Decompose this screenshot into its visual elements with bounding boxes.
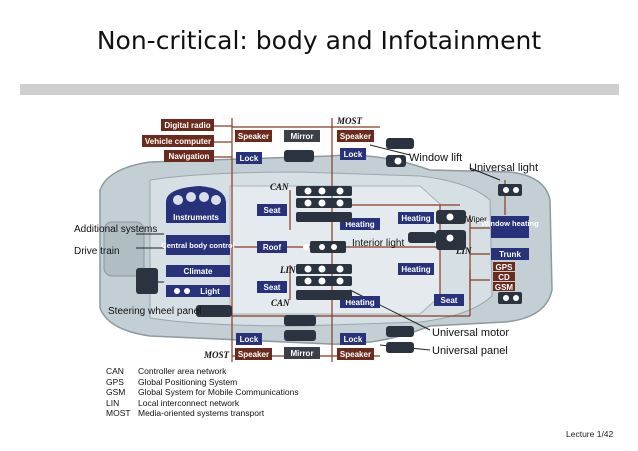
- legend-item: LIN Local interconnect network: [106, 398, 299, 409]
- vehicle-computer-box: [142, 135, 214, 147]
- bus-lines: [214, 118, 506, 362]
- heating-3-label: Heating: [401, 265, 430, 274]
- legend-text: Controller area network: [138, 366, 227, 376]
- heating-2-box: [398, 212, 434, 224]
- speaker-4-label: Speaker: [340, 350, 371, 359]
- seat-2-label: Seat: [264, 283, 281, 292]
- legend-abbr: GSM: [106, 387, 126, 398]
- gsm-label: GSM: [495, 283, 514, 292]
- speaker-3-label: Speaker: [238, 350, 269, 359]
- bus-label-lin-2: LIN: [455, 246, 472, 256]
- wiper-label: Wiper: [466, 215, 487, 224]
- heating-1-label: Heating: [345, 220, 374, 229]
- mirror-2-label: Mirror: [290, 349, 313, 358]
- legend-text: Global System for Mobile Communications: [138, 387, 299, 398]
- roof-box: [257, 241, 287, 253]
- central-body-control-box: [166, 235, 230, 255]
- slide-footer: Lecture 1/42: [566, 429, 614, 439]
- trunk-label: Trunk: [499, 250, 521, 259]
- bus-label-most-top: MOST: [336, 116, 363, 126]
- lock-3-box: [236, 333, 262, 345]
- gps-box: [493, 262, 515, 271]
- bus-label-can-2: CAN: [271, 298, 290, 308]
- window-heating-box: [491, 216, 529, 238]
- legend-item: GPS Global Positioning System: [106, 377, 299, 388]
- mirror-2-box: [284, 347, 320, 359]
- speaker-4-box: [337, 348, 374, 360]
- seat-1-label: Seat: [264, 206, 281, 215]
- legend: CAN Controller area network GPS Global Pos…: [106, 366, 299, 419]
- speaker-2-box: [337, 130, 374, 142]
- window-heating-label: Window heating: [481, 219, 539, 228]
- lock-1-label: Lock: [240, 154, 259, 163]
- speaker-1-label: Speaker: [238, 132, 269, 141]
- legend-text: Global Positioning System: [138, 376, 238, 387]
- central-body-control-label: Central body control: [161, 241, 234, 250]
- instruments-box: [166, 211, 226, 223]
- digital-radio-box: [161, 119, 214, 131]
- speaker-2-label: Speaker: [340, 132, 371, 141]
- vehicle-computer-label: Vehicle computer: [145, 137, 211, 146]
- trunk-box: [491, 248, 529, 260]
- cd-label: CD: [498, 273, 510, 282]
- interior-light-callout: Interior light: [352, 238, 404, 249]
- seat-3-label: Seat: [441, 296, 458, 305]
- speaker-3-box: [235, 348, 272, 360]
- digital-radio-label: Digital radio: [164, 121, 210, 130]
- title-divider: [20, 84, 619, 95]
- climate-label: Climate: [184, 267, 213, 276]
- steering-wheel-panel-callout: Steering wheel panel: [108, 306, 201, 317]
- lock-4-box: [340, 333, 366, 345]
- legend-item: GSM Global System for Mobile Communicatio…: [106, 387, 299, 398]
- light-label: Light: [200, 287, 220, 296]
- bus-label-most-bottom: MOST: [203, 350, 230, 360]
- instruments-label: Instruments: [173, 213, 219, 222]
- actuator-m-marks: [174, 157, 519, 301]
- legend-item: CAN Controller area network: [106, 366, 299, 377]
- gps-label: GPS: [496, 263, 514, 272]
- universal-light-callout: Universal light: [469, 162, 538, 174]
- legend-abbr: LIN: [106, 397, 120, 408]
- lock-4-label: Lock: [344, 335, 363, 344]
- universal-motor-callout: Universal motor: [432, 327, 509, 339]
- mirror-1-box: [284, 130, 320, 142]
- speaker-1-box: [235, 130, 272, 142]
- navigation-label: Navigation: [169, 152, 210, 161]
- window-lift-callout: Window lift: [409, 152, 462, 164]
- legend-abbr: GPS: [106, 376, 124, 387]
- lock-3-label: Lock: [240, 335, 259, 344]
- heating-3-box: [398, 263, 434, 275]
- instruments-cluster: [166, 186, 226, 215]
- legend-abbr: MOST: [106, 408, 131, 419]
- gsm-box: [493, 282, 515, 291]
- lock-2-label: Lock: [344, 150, 363, 159]
- seat-3-box: [434, 294, 464, 306]
- bus-label-lin-1: LIN: [279, 265, 296, 275]
- climate-box: [166, 265, 230, 277]
- drive-train-callout: Drive train: [74, 246, 120, 257]
- additional-systems-callout: Additional systems: [74, 224, 157, 235]
- heating-4-label: Heating: [345, 298, 374, 307]
- heating-2-label: Heating: [401, 214, 430, 223]
- legend-item: MOST Media-oriented systems transport: [106, 408, 299, 419]
- seat-1-box: [257, 204, 287, 216]
- cd-box: [493, 272, 515, 281]
- light-box: [166, 285, 230, 297]
- legend-text: Local interconnect network: [138, 397, 240, 408]
- slide-title: Non-critical: body and Infotainment: [96, 26, 542, 55]
- lock-1-box: [236, 152, 262, 164]
- navigation-box: [164, 150, 214, 162]
- bus-label-can-1: CAN: [270, 182, 289, 192]
- legend-text: Media-oriented systems transport: [138, 408, 265, 419]
- roof-label: Roof: [263, 243, 282, 252]
- legend-abbr: CAN: [106, 366, 124, 376]
- seat-2-box: [257, 281, 287, 293]
- mirror-1-label: Mirror: [290, 132, 313, 141]
- lock-2-box: [340, 148, 366, 160]
- universal-panel-callout: Universal panel: [432, 345, 508, 357]
